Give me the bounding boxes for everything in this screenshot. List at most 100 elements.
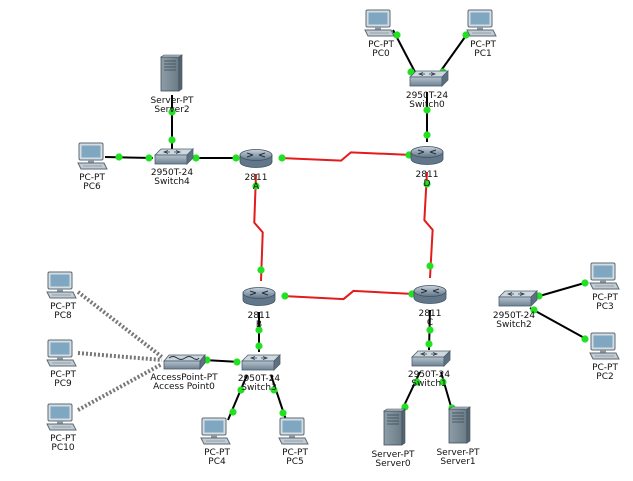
- link-status-dot: [252, 182, 260, 190]
- device-name-label: Switch3: [241, 383, 276, 393]
- device-model-label: 2950T-24: [493, 311, 536, 321]
- port-indicators-layer: [115, 31, 589, 417]
- device-model-label: Server-PT: [371, 450, 415, 460]
- pc-icon: [466, 9, 497, 37]
- device-model-label: PC-PT: [368, 40, 394, 50]
- link-switch2-pc2-ethernet[interactable]: [529, 307, 589, 341]
- device-model-label: PC-PT: [592, 363, 618, 373]
- link-status-dot: [423, 106, 431, 114]
- link-status-dot: [278, 154, 286, 162]
- link-status-dot: [581, 279, 589, 287]
- link-status-dot: [270, 386, 278, 394]
- link-switch2-pc3-ethernet[interactable]: [535, 281, 589, 298]
- router-icon: [242, 287, 276, 306]
- device-name-label: PC4: [208, 457, 226, 467]
- link-routerD-routerC-serial[interactable]: [423, 171, 434, 279]
- device-name-label: Switch1: [411, 379, 446, 389]
- server-icon: [448, 406, 471, 444]
- link-status-dot: [425, 340, 433, 348]
- pc-icon: [364, 9, 395, 37]
- link-pc8-ap0-wireless: [76, 290, 164, 359]
- link-status-dot: [232, 154, 240, 162]
- device-model-label: 2950T-24: [151, 168, 194, 178]
- device-name-label: A: [253, 182, 260, 192]
- switch-icon: [411, 350, 451, 367]
- device-name-label: C: [427, 318, 433, 328]
- device-model-label: AccessPoint-PT: [150, 373, 218, 383]
- pc-icon: [589, 262, 620, 290]
- link-status-dot: [426, 326, 434, 334]
- device-model-label: PC-PT: [204, 448, 230, 458]
- link-status-dot: [257, 266, 265, 274]
- device-model-label: 2950T-24: [408, 370, 451, 380]
- link-status-dot: [233, 358, 241, 366]
- link-status-dot: [168, 136, 176, 144]
- device-model-label: PC-PT: [50, 370, 76, 380]
- device-name-label: PC1: [474, 49, 491, 59]
- device-name-label: PC8: [54, 311, 72, 321]
- server-icon: [160, 54, 183, 92]
- device-model-label: 2811: [416, 170, 439, 180]
- devices-layer: PC-PTPC0PC-PTPC12950T-24Switch0Server-PT…: [46, 9, 620, 469]
- link-status-dot: [279, 409, 287, 417]
- switch-icon: [241, 354, 281, 371]
- link-status-dot: [229, 408, 237, 416]
- link-status-dot: [393, 31, 401, 39]
- router-icon: [410, 146, 444, 165]
- device-name-label: B: [256, 320, 262, 330]
- link-status-dot: [426, 262, 434, 270]
- link-status-dot: [145, 154, 153, 162]
- device-name-label: Server2: [154, 105, 189, 115]
- pc-icon: [46, 339, 77, 367]
- link-pc9-ap0-wireless: [77, 351, 163, 362]
- link-routerB-routerC-serial[interactable]: [282, 289, 415, 301]
- link-status-dot: [281, 292, 289, 300]
- link-status-dot: [581, 335, 589, 343]
- link-routerA-routerD-serial[interactable]: [279, 151, 413, 162]
- link-status-dot: [168, 108, 176, 116]
- device-model-label: 2811: [419, 309, 442, 319]
- link-status-dot: [255, 326, 263, 334]
- link-routerA-routerB-serial[interactable]: [253, 173, 264, 282]
- link-status-dot: [439, 378, 447, 386]
- switch-icon: [498, 290, 538, 307]
- device-model-label: Server-PT: [150, 96, 194, 106]
- device-model-label: PC-PT: [282, 448, 308, 458]
- pc-icon: [200, 417, 231, 445]
- server-icon: [383, 408, 406, 446]
- link-status-dot: [462, 31, 470, 39]
- device-name-label: PC2: [596, 372, 613, 382]
- link-pc6-switch4-ethernet[interactable]: [104, 156, 154, 159]
- device-name-label: PC6: [83, 182, 101, 192]
- device-model-label: PC-PT: [592, 293, 618, 303]
- links-layer: [76, 29, 589, 421]
- link-status-dot: [115, 153, 123, 161]
- link-switch1-server1-ethernet[interactable]: [440, 371, 453, 411]
- device-name-label: PC5: [286, 457, 303, 467]
- link-status-dot: [423, 131, 431, 139]
